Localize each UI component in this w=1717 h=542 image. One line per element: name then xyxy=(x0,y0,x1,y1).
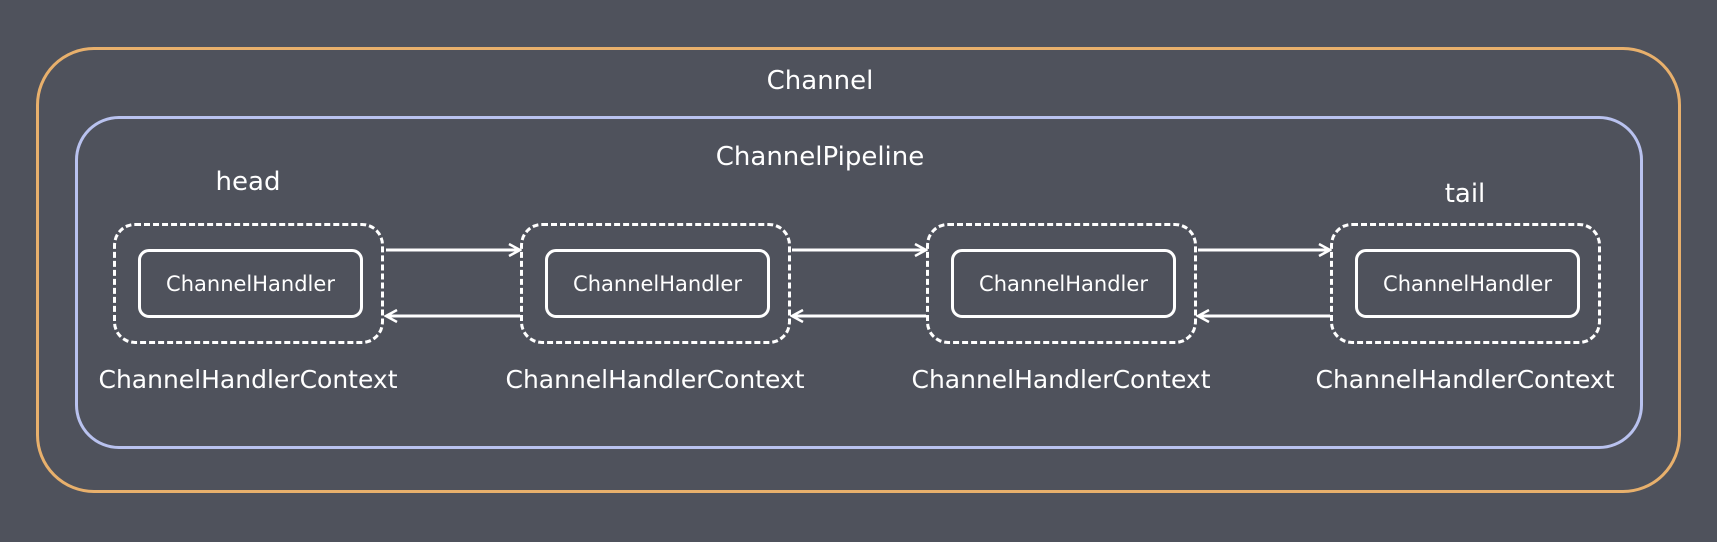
channel-label: Channel xyxy=(766,66,874,96)
channel-handler-1: ChannelHandler xyxy=(138,249,363,318)
handler-context-box-1: ChannelHandler xyxy=(113,223,384,344)
handler-context-label-4: ChannelHandlerContext xyxy=(1315,365,1615,394)
head-label: head xyxy=(215,167,281,197)
channel-handler-2: ChannelHandler xyxy=(545,249,770,318)
tail-label: tail xyxy=(1444,179,1486,209)
handler-context-box-3: ChannelHandler xyxy=(926,223,1197,344)
channel-pipeline-label: ChannelPipeline xyxy=(715,142,925,172)
channel-handler-3: ChannelHandler xyxy=(951,249,1176,318)
channel-handler-4: ChannelHandler xyxy=(1355,249,1580,318)
handler-context-label-3: ChannelHandlerContext xyxy=(911,365,1211,394)
handler-context-box-4: ChannelHandler xyxy=(1330,223,1601,344)
channel-container xyxy=(36,47,1681,493)
handler-context-label-1: ChannelHandlerContext xyxy=(98,365,398,394)
handler-context-box-2: ChannelHandler xyxy=(520,223,791,344)
handler-context-label-2: ChannelHandlerContext xyxy=(505,365,805,394)
channel-pipeline-container xyxy=(75,116,1643,449)
